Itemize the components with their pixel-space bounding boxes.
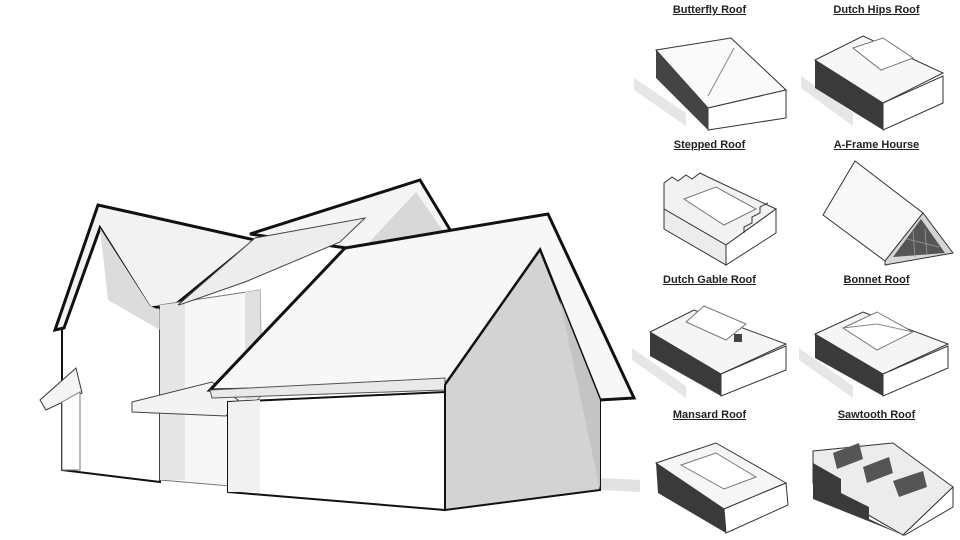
dutch-hips-roof-icon — [801, 35, 945, 131]
roof-card-butterfly: Butterfly Roof — [626, 0, 793, 135]
sawtooth-roof-icon — [812, 442, 954, 536]
roof-card-dutch-hips: Dutch Hips Roof — [793, 0, 960, 135]
front-wall-shadow — [228, 400, 260, 492]
roof-title: Mansard Roof — [672, 409, 747, 421]
stepped-roof-icon — [663, 172, 777, 266]
dutch-gable-roof-icon — [632, 305, 788, 398]
roof-title: Stepped Roof — [673, 139, 746, 151]
roof-title: Bonnet Roof — [843, 274, 910, 286]
house-illustration — [39, 178, 640, 512]
left-lean-to-roof — [39, 367, 83, 411]
left-gable-underside — [100, 228, 160, 330]
front-wall — [227, 390, 446, 512]
bonnet-roof-icon — [799, 311, 950, 398]
dormer-roof — [177, 217, 367, 306]
right-wall-shadow — [540, 250, 600, 490]
roof-card-sawtooth: Sawtooth Roof — [793, 405, 960, 540]
ground-shadow — [600, 478, 640, 492]
a-frame-roof-icon — [822, 160, 954, 266]
roof-card-a-frame: A-Frame Hourse — [793, 135, 960, 270]
roof-card-mansard: Mansard Roof — [626, 405, 793, 540]
roof-types-grid: Butterfly Roof Dutch Hips Roof Stepped R… — [626, 0, 960, 540]
middle-wall-shadow — [160, 302, 185, 480]
roof-title: Dutch Gable Roof — [663, 274, 756, 286]
butterfly-roof-icon — [634, 37, 788, 131]
roof-title: A-Frame Hourse — [833, 139, 920, 151]
mansard-roof-icon — [654, 442, 789, 534]
left-lean-to-wall — [61, 391, 81, 471]
roof-title: Sawtooth Roof — [837, 409, 916, 421]
roof-title: Butterfly Roof — [672, 4, 747, 16]
roof-title: Dutch Hips Roof — [833, 4, 920, 16]
roof-card-stepped: Stepped Roof — [626, 135, 793, 270]
roof-card-dutch-gable: Dutch Gable Roof — [626, 270, 793, 405]
roof-card-bonnet: Bonnet Roof — [793, 270, 960, 405]
